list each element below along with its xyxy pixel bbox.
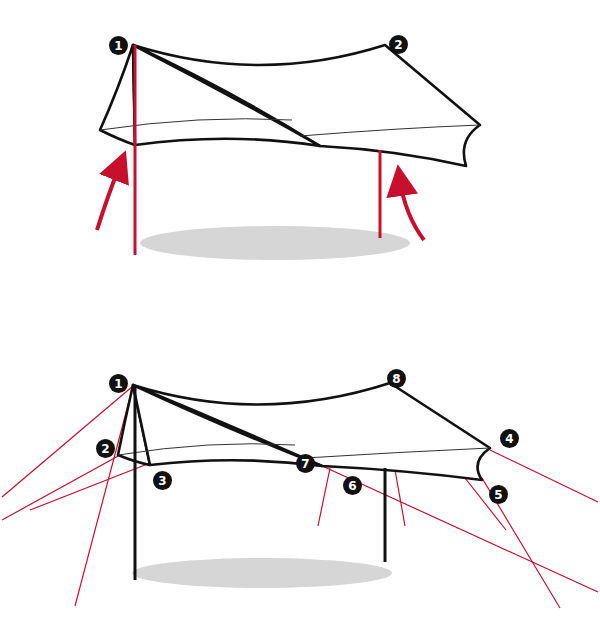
callout-number: 5	[489, 485, 508, 504]
callout-number: 1	[109, 374, 128, 393]
callout-number: 4	[500, 429, 519, 448]
callout-number: 2	[96, 439, 115, 458]
bottom-figure	[2, 383, 598, 608]
callout-number: 7	[296, 454, 315, 473]
callout-number: 6	[343, 476, 362, 495]
callout-number: 8	[387, 369, 406, 388]
callout-number: 1	[109, 36, 128, 55]
top-figure	[97, 45, 480, 260]
callout-number: 3	[153, 471, 172, 490]
callout-number: 2	[389, 35, 408, 54]
